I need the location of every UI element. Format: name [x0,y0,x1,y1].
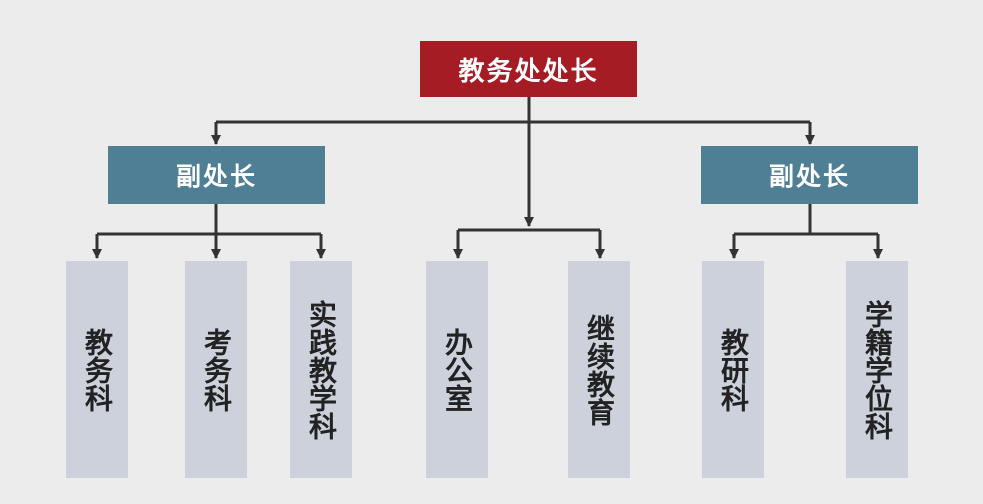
head-box: 教务处处长 [420,41,637,97]
deputy-box-right: 副处长 [701,146,918,204]
deputy-box-left: 副处长 [108,146,325,204]
dept-box-kaowuke: 考务科 [185,261,247,478]
dept-box-xueji-xuewei: 学籍学位科 [846,261,908,478]
dept-box-office: 办公室 [426,261,488,478]
dept-box-jiaoyanke: 教研科 [702,261,764,478]
dept-box-shijian-jiaoxue: 实践教学科 [290,261,352,478]
dept-box-jiaowuke: 教务科 [66,261,128,478]
dept-box-continuing-education: 继续教育 [568,261,630,478]
